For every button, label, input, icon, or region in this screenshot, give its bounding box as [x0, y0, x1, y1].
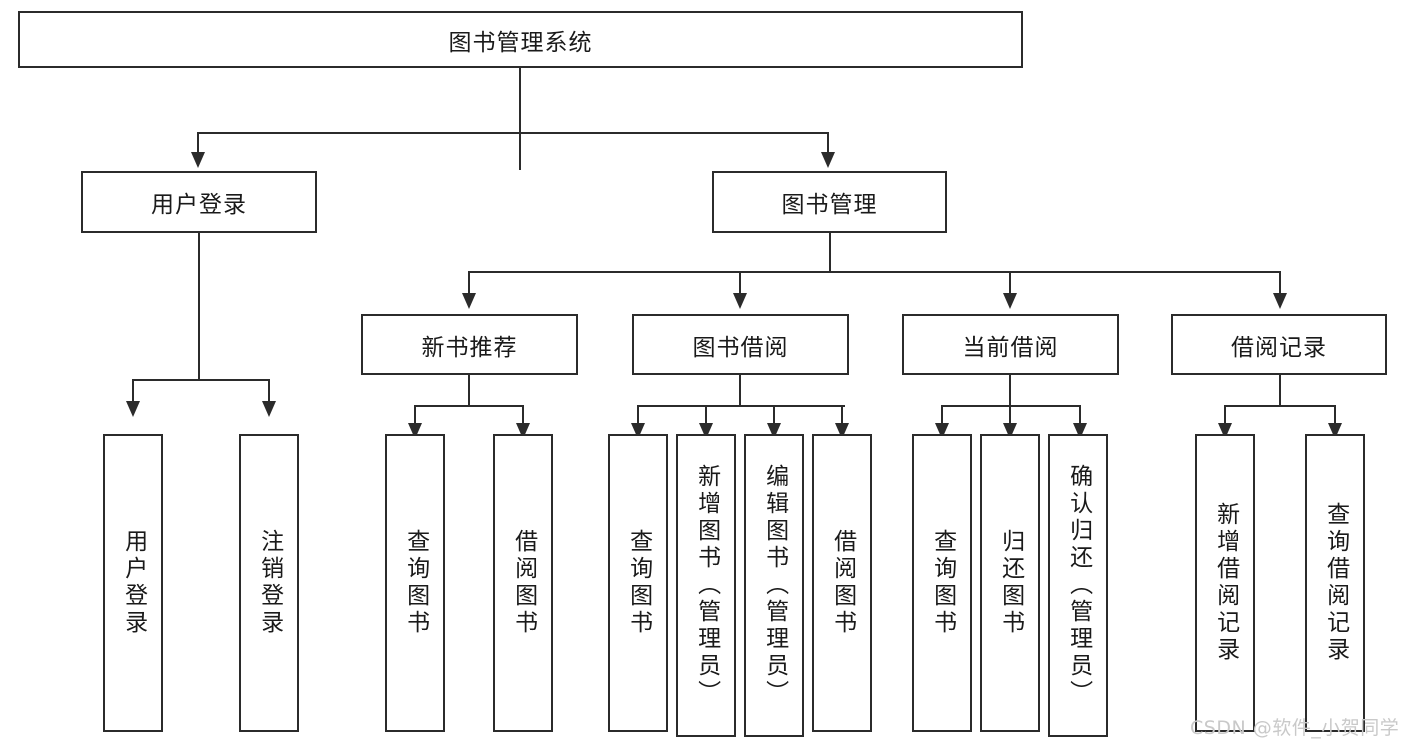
- node-root-book-management-system[interactable]: 图书管理系统: [18, 11, 1023, 68]
- leaf-logout[interactable]: 注销登录: [239, 434, 299, 732]
- node-book-borrow[interactable]: 图书借阅: [632, 314, 849, 375]
- connector-level3-drop-3: [1009, 271, 1011, 295]
- leaf-book-borrow-add-book[interactable]: 新增图书（管理员）: [676, 434, 736, 737]
- node-label: 归还图书: [997, 529, 1024, 637]
- connector-book-borrow-stem: [739, 375, 741, 407]
- connector-borrow-record-drop-1: [1224, 405, 1226, 427]
- arrowhead-to-leaf-logout: [262, 401, 276, 417]
- connector-new-book-stem: [468, 375, 470, 407]
- node-current-borrow[interactable]: 当前借阅: [902, 314, 1119, 375]
- connector-level3-drop-4: [1279, 271, 1281, 295]
- node-label: 查询图书: [625, 529, 652, 637]
- arrowhead-to-book-borrow: [733, 293, 747, 309]
- node-borrow-record[interactable]: 借阅记录: [1171, 314, 1387, 375]
- arrowhead-to-borrow-record: [1273, 293, 1287, 309]
- node-label: 图书管理系统: [448, 29, 593, 56]
- leaf-user-login[interactable]: 用户登录: [103, 434, 163, 732]
- connector-level2-bus: [197, 132, 829, 134]
- leaf-new-book-borrow-book[interactable]: 借阅图书: [493, 434, 553, 732]
- leaf-current-borrow-confirm-return[interactable]: 确认归还（管理员）: [1048, 434, 1108, 737]
- connector-current-borrow-drop-1: [941, 405, 943, 427]
- connector-level3-drop-1: [468, 271, 470, 295]
- connector-book-borrow-bus: [637, 405, 845, 407]
- watermark-csdn: CSDN @软件_小贺同学: [1190, 717, 1400, 739]
- node-label: 新增图书（管理员）: [693, 464, 720, 707]
- connector-borrow-record-bus: [1224, 405, 1336, 407]
- connector-book-management-stem: [829, 233, 831, 273]
- leaf-current-borrow-query-book[interactable]: 查询图书: [912, 434, 972, 732]
- leaf-book-borrow-query-book[interactable]: 查询图书: [608, 434, 668, 732]
- connector-user-login-drop-2: [268, 379, 270, 403]
- node-label: 图书借阅: [692, 334, 789, 361]
- node-label: 用户登录: [151, 192, 247, 218]
- arrowhead-to-current-borrow: [1003, 293, 1017, 309]
- arrowhead-to-leaf-user-login: [126, 401, 140, 417]
- connector-user-login-drop-1: [132, 379, 134, 403]
- arrowhead-to-new-book-recommend: [462, 293, 476, 309]
- leaf-book-borrow-borrow-book[interactable]: 借阅图书: [812, 434, 872, 732]
- connector-book-borrow-drop-2: [705, 405, 707, 427]
- node-user-login[interactable]: 用户登录: [81, 171, 317, 233]
- node-label: 借阅记录: [1231, 334, 1327, 361]
- node-label: 新增借阅记录: [1212, 502, 1239, 664]
- node-label: 查询借阅记录: [1322, 502, 1349, 664]
- connector-current-borrow-drop-3: [1079, 405, 1081, 427]
- connector-level3-drop-2: [739, 271, 741, 295]
- node-label: 编辑图书（管理员）: [761, 464, 788, 707]
- leaf-borrow-record-add-record[interactable]: 新增借阅记录: [1195, 434, 1255, 732]
- connector-new-book-bus: [414, 405, 524, 407]
- arrowhead-to-book-management: [821, 152, 835, 168]
- node-label: 图书管理: [781, 192, 878, 218]
- connector-user-login-stem: [198, 233, 200, 381]
- connector-user-login-bus: [132, 379, 268, 381]
- connector-new-book-drop-2: [522, 405, 524, 427]
- node-label: 查询图书: [402, 529, 429, 637]
- connector-book-borrow-drop-3: [773, 405, 775, 427]
- connector-borrow-record-drop-2: [1334, 405, 1336, 427]
- connector-book-borrow-drop-4: [841, 405, 843, 427]
- connector-current-borrow-drop-2: [1009, 405, 1011, 427]
- leaf-borrow-record-query-record[interactable]: 查询借阅记录: [1305, 434, 1365, 732]
- node-label: 新书推荐: [421, 334, 518, 361]
- connector-level2-drop-right: [827, 132, 829, 154]
- arrowhead-to-user-login: [191, 152, 205, 168]
- leaf-book-borrow-edit-book[interactable]: 编辑图书（管理员）: [744, 434, 804, 737]
- node-label: 借阅图书: [510, 529, 537, 637]
- connector-current-borrow-bus: [941, 405, 1081, 407]
- node-label: 查询图书: [929, 529, 956, 637]
- node-book-management[interactable]: 图书管理: [712, 171, 947, 233]
- connector-current-borrow-stem: [1009, 375, 1011, 407]
- connector-new-book-drop-1: [414, 405, 416, 427]
- node-label: 确认归还（管理员）: [1065, 464, 1092, 707]
- node-new-book-recommend[interactable]: 新书推荐: [361, 314, 578, 375]
- node-label: 当前借阅: [962, 334, 1059, 361]
- connector-level2-drop-left: [197, 132, 199, 154]
- connector-book-borrow-drop-1: [637, 405, 639, 427]
- leaf-new-book-query-book[interactable]: 查询图书: [385, 434, 445, 732]
- node-label: 借阅图书: [829, 529, 856, 637]
- connector-borrow-record-stem: [1279, 375, 1281, 407]
- node-label: 用户登录: [120, 529, 147, 637]
- connector-root-stem: [519, 68, 521, 170]
- leaf-current-borrow-return-book[interactable]: 归还图书: [980, 434, 1040, 732]
- connector-level3-bus: [468, 271, 1281, 273]
- node-label: 注销登录: [256, 529, 283, 637]
